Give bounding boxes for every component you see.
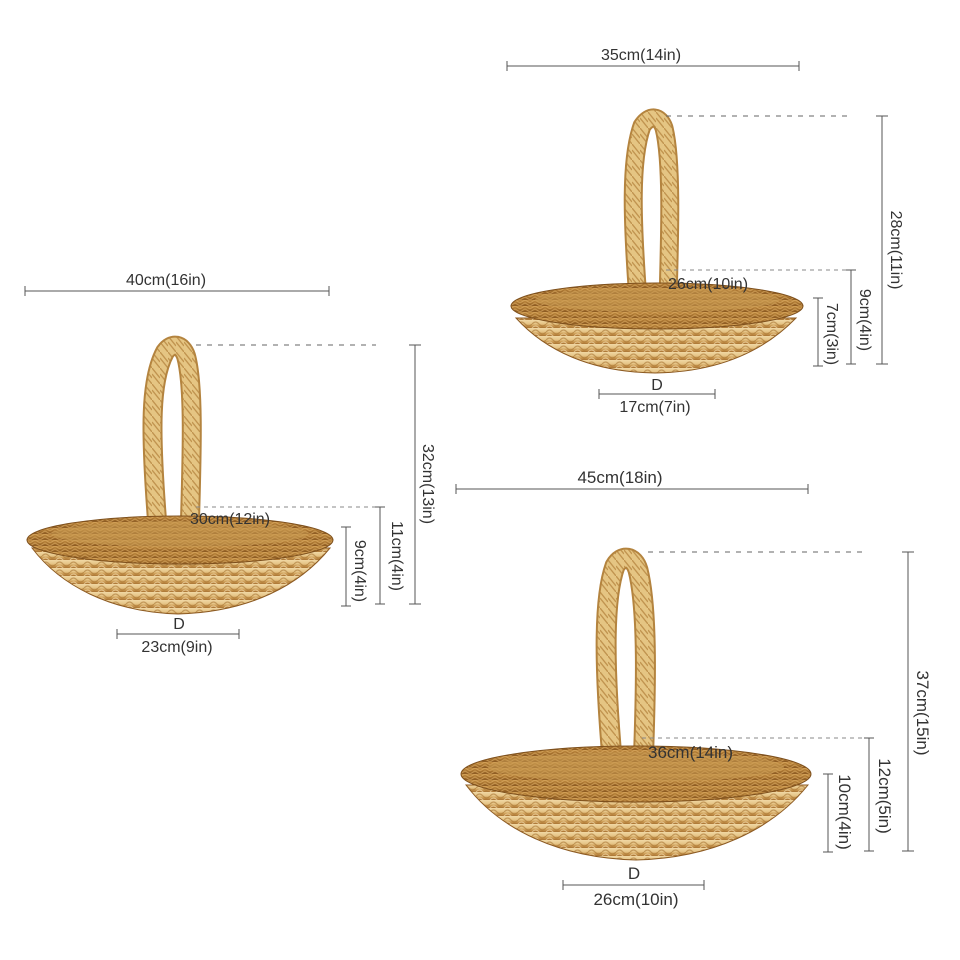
body-height-label: 7cm(3in) — [823, 302, 840, 366]
total-height-label: 28cm(11in) — [887, 210, 904, 290]
total-height-dimension-line — [902, 551, 914, 852]
base-diameter-label: 26cm(10in) — [593, 890, 679, 909]
base-diameter-label: 23cm(9in) — [141, 639, 213, 656]
total-height-label: 37cm(15in) — [913, 670, 932, 756]
basket-handle — [142, 335, 202, 530]
total-height-dimension-line — [876, 115, 888, 365]
body-height-dimension-line — [813, 297, 823, 367]
width-dimension-line — [455, 484, 809, 494]
rim-height-label: 11cm(4in) — [388, 521, 405, 591]
basket-handle — [595, 547, 656, 781]
basket-body — [514, 317, 798, 374]
basket-body — [464, 784, 810, 861]
total-height-dimension-line — [409, 344, 421, 605]
basket-small — [506, 61, 888, 399]
rim-diameter-label: 26cm(10in) — [668, 276, 749, 293]
basket-handle — [623, 108, 680, 310]
base-letter-label: D — [173, 616, 185, 633]
rim-diameter-label: 30cm(12in) — [190, 511, 271, 528]
body-height-label: 9cm(4in) — [351, 539, 368, 603]
rim-height-dimension-line — [846, 269, 856, 365]
rim-height-label: 12cm(5in) — [875, 758, 894, 834]
base-letter-label: D — [651, 377, 663, 394]
base-diameter-label: 17cm(7in) — [619, 399, 691, 416]
base-dimension-line — [598, 389, 716, 399]
width-label: 35cm(14in) — [600, 47, 682, 64]
base-dimension-line — [116, 629, 240, 639]
basket-large — [455, 484, 914, 890]
basket-medium — [24, 286, 421, 639]
width-label: 40cm(16in) — [125, 272, 207, 289]
rim-diameter-label: 36cm(14in) — [648, 743, 734, 762]
width-dimension-line — [506, 61, 800, 71]
body-height-dimension-line — [341, 526, 351, 607]
basket-body — [30, 547, 332, 615]
total-height-label: 32cm(13in) — [419, 443, 436, 525]
rim-height-dimension-line — [864, 737, 874, 852]
width-dimension-line — [24, 286, 330, 296]
body-height-label: 10cm(4in) — [835, 774, 854, 850]
rim-height-dimension-line — [375, 506, 385, 605]
body-height-dimension-line — [823, 773, 833, 853]
base-letter-label: D — [627, 864, 641, 883]
rim-height-label: 9cm(4in) — [856, 288, 873, 352]
width-label: 45cm(18in) — [577, 468, 663, 487]
base-dimension-line — [562, 880, 705, 890]
